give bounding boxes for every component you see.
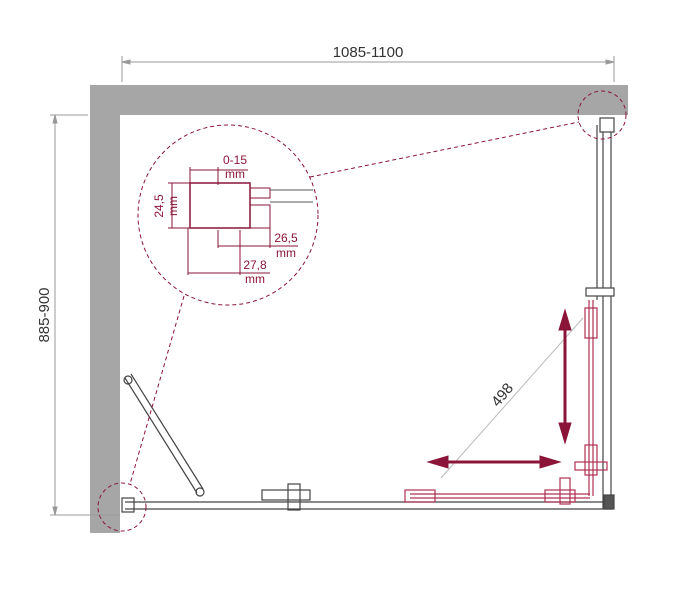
sliding-door-panels xyxy=(404,300,608,505)
width-label: 1085-1100 xyxy=(333,44,404,61)
left-wall xyxy=(90,85,120,533)
depth-label: 885-900 xyxy=(36,287,53,342)
total-width-value: 27,8 xyxy=(243,258,267,272)
height-unit: mm xyxy=(166,196,180,216)
hinged-door xyxy=(121,373,205,513)
gap-unit: mm xyxy=(225,167,245,181)
vertical-slide-arrow xyxy=(558,308,572,445)
gap-value: 0-15 xyxy=(223,153,247,167)
depth-dimension xyxy=(50,114,120,516)
width-dimension xyxy=(121,56,615,82)
top-wall xyxy=(90,85,628,115)
enclosure-frame xyxy=(125,117,615,511)
profile-detail-labels: 0-15 mm 24,5 mm 26,5 mm 27,8 mm xyxy=(152,153,298,286)
profile-width-unit: mm xyxy=(276,246,296,260)
horizontal-slide-arrow xyxy=(426,455,562,469)
detail-callouts xyxy=(97,90,627,532)
profile-width-value: 26,5 xyxy=(274,231,298,245)
height-value: 24,5 xyxy=(152,194,166,218)
total-width-unit: mm xyxy=(245,272,265,286)
diagonal-dimension xyxy=(440,317,584,479)
profile-detail xyxy=(168,167,313,275)
